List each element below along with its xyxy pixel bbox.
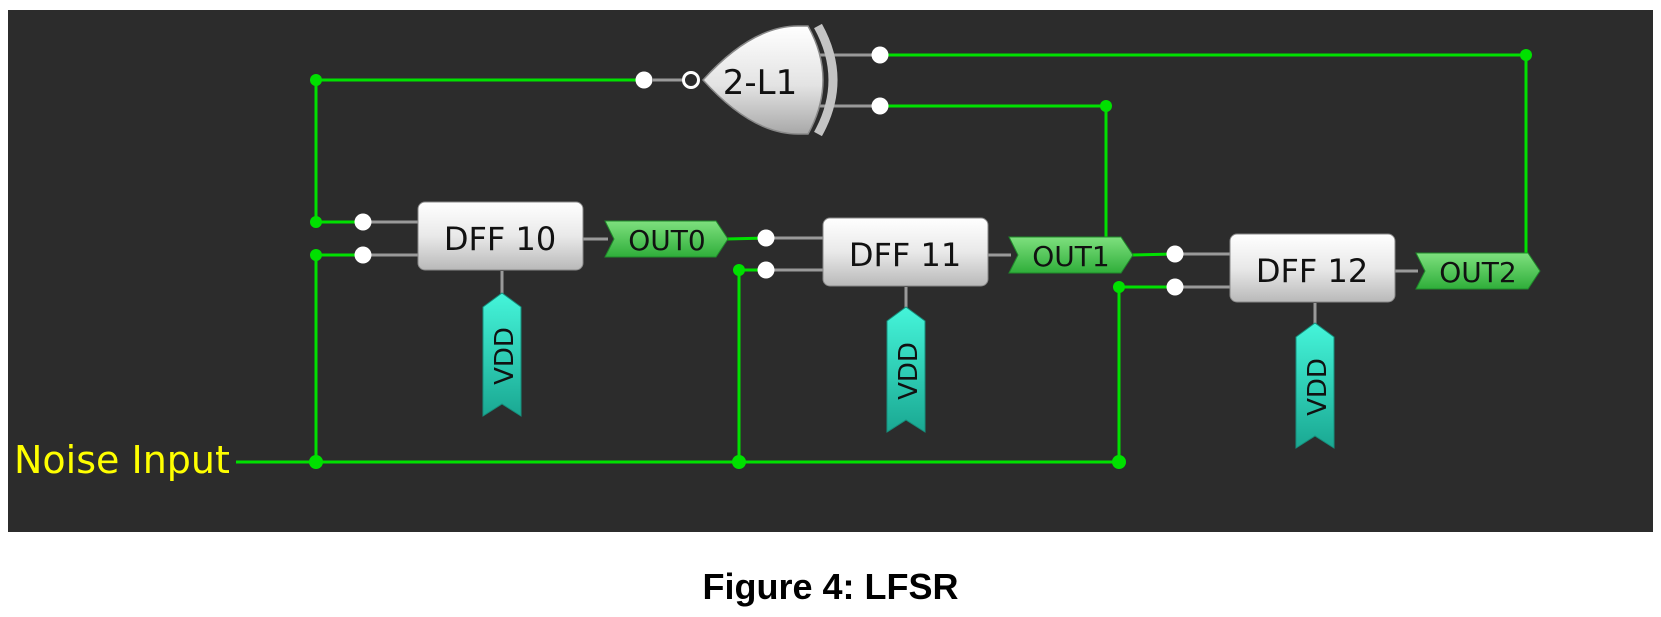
vdd-label: VDD: [894, 342, 924, 400]
lfsr-schematic: 2-L1 DFF 10 DFF 11 DFF 12 OUT0 OUT1 OUT2…: [14, 23, 1541, 482]
out0-tag[interactable]: OUT0: [604, 220, 729, 258]
dff-label: DFF 10: [444, 220, 556, 258]
noise-input-label: Noise Input: [14, 438, 230, 482]
vdd-tag-2[interactable]: VDD: [886, 306, 926, 433]
dff-11[interactable]: DFF 11: [822, 217, 989, 287]
out-label: OUT2: [1439, 256, 1516, 289]
out-label: OUT0: [628, 224, 705, 257]
vdd-tag-1[interactable]: VDD: [482, 292, 522, 417]
junction-dots: [309, 49, 1532, 469]
out1-tag[interactable]: OUT1: [1008, 236, 1134, 274]
vdd-label: VDD: [490, 327, 520, 385]
vdd-label: VDD: [1303, 358, 1333, 416]
inverter-bubble: [682, 71, 700, 89]
out-label: OUT1: [1032, 240, 1109, 273]
gate-label: 2-L1: [723, 63, 797, 103]
figure-caption: Figure 4: LFSR: [702, 566, 959, 607]
dff-label: DFF 11: [849, 236, 961, 274]
dff-12[interactable]: DFF 12: [1229, 233, 1396, 303]
pin-dots: [354, 46, 1184, 296]
out2-tag[interactable]: OUT2: [1415, 252, 1541, 290]
schematic-canvas: 2-L1 DFF 10 DFF 11 DFF 12 OUT0 OUT1 OUT2…: [8, 10, 1653, 532]
xnor-gate[interactable]: 2-L1: [701, 23, 838, 137]
feedback-net: [314, 78, 644, 224]
dff-label: DFF 12: [1256, 252, 1368, 290]
dff-10[interactable]: DFF 10: [417, 201, 584, 271]
vdd-tag-3[interactable]: VDD: [1295, 322, 1335, 449]
